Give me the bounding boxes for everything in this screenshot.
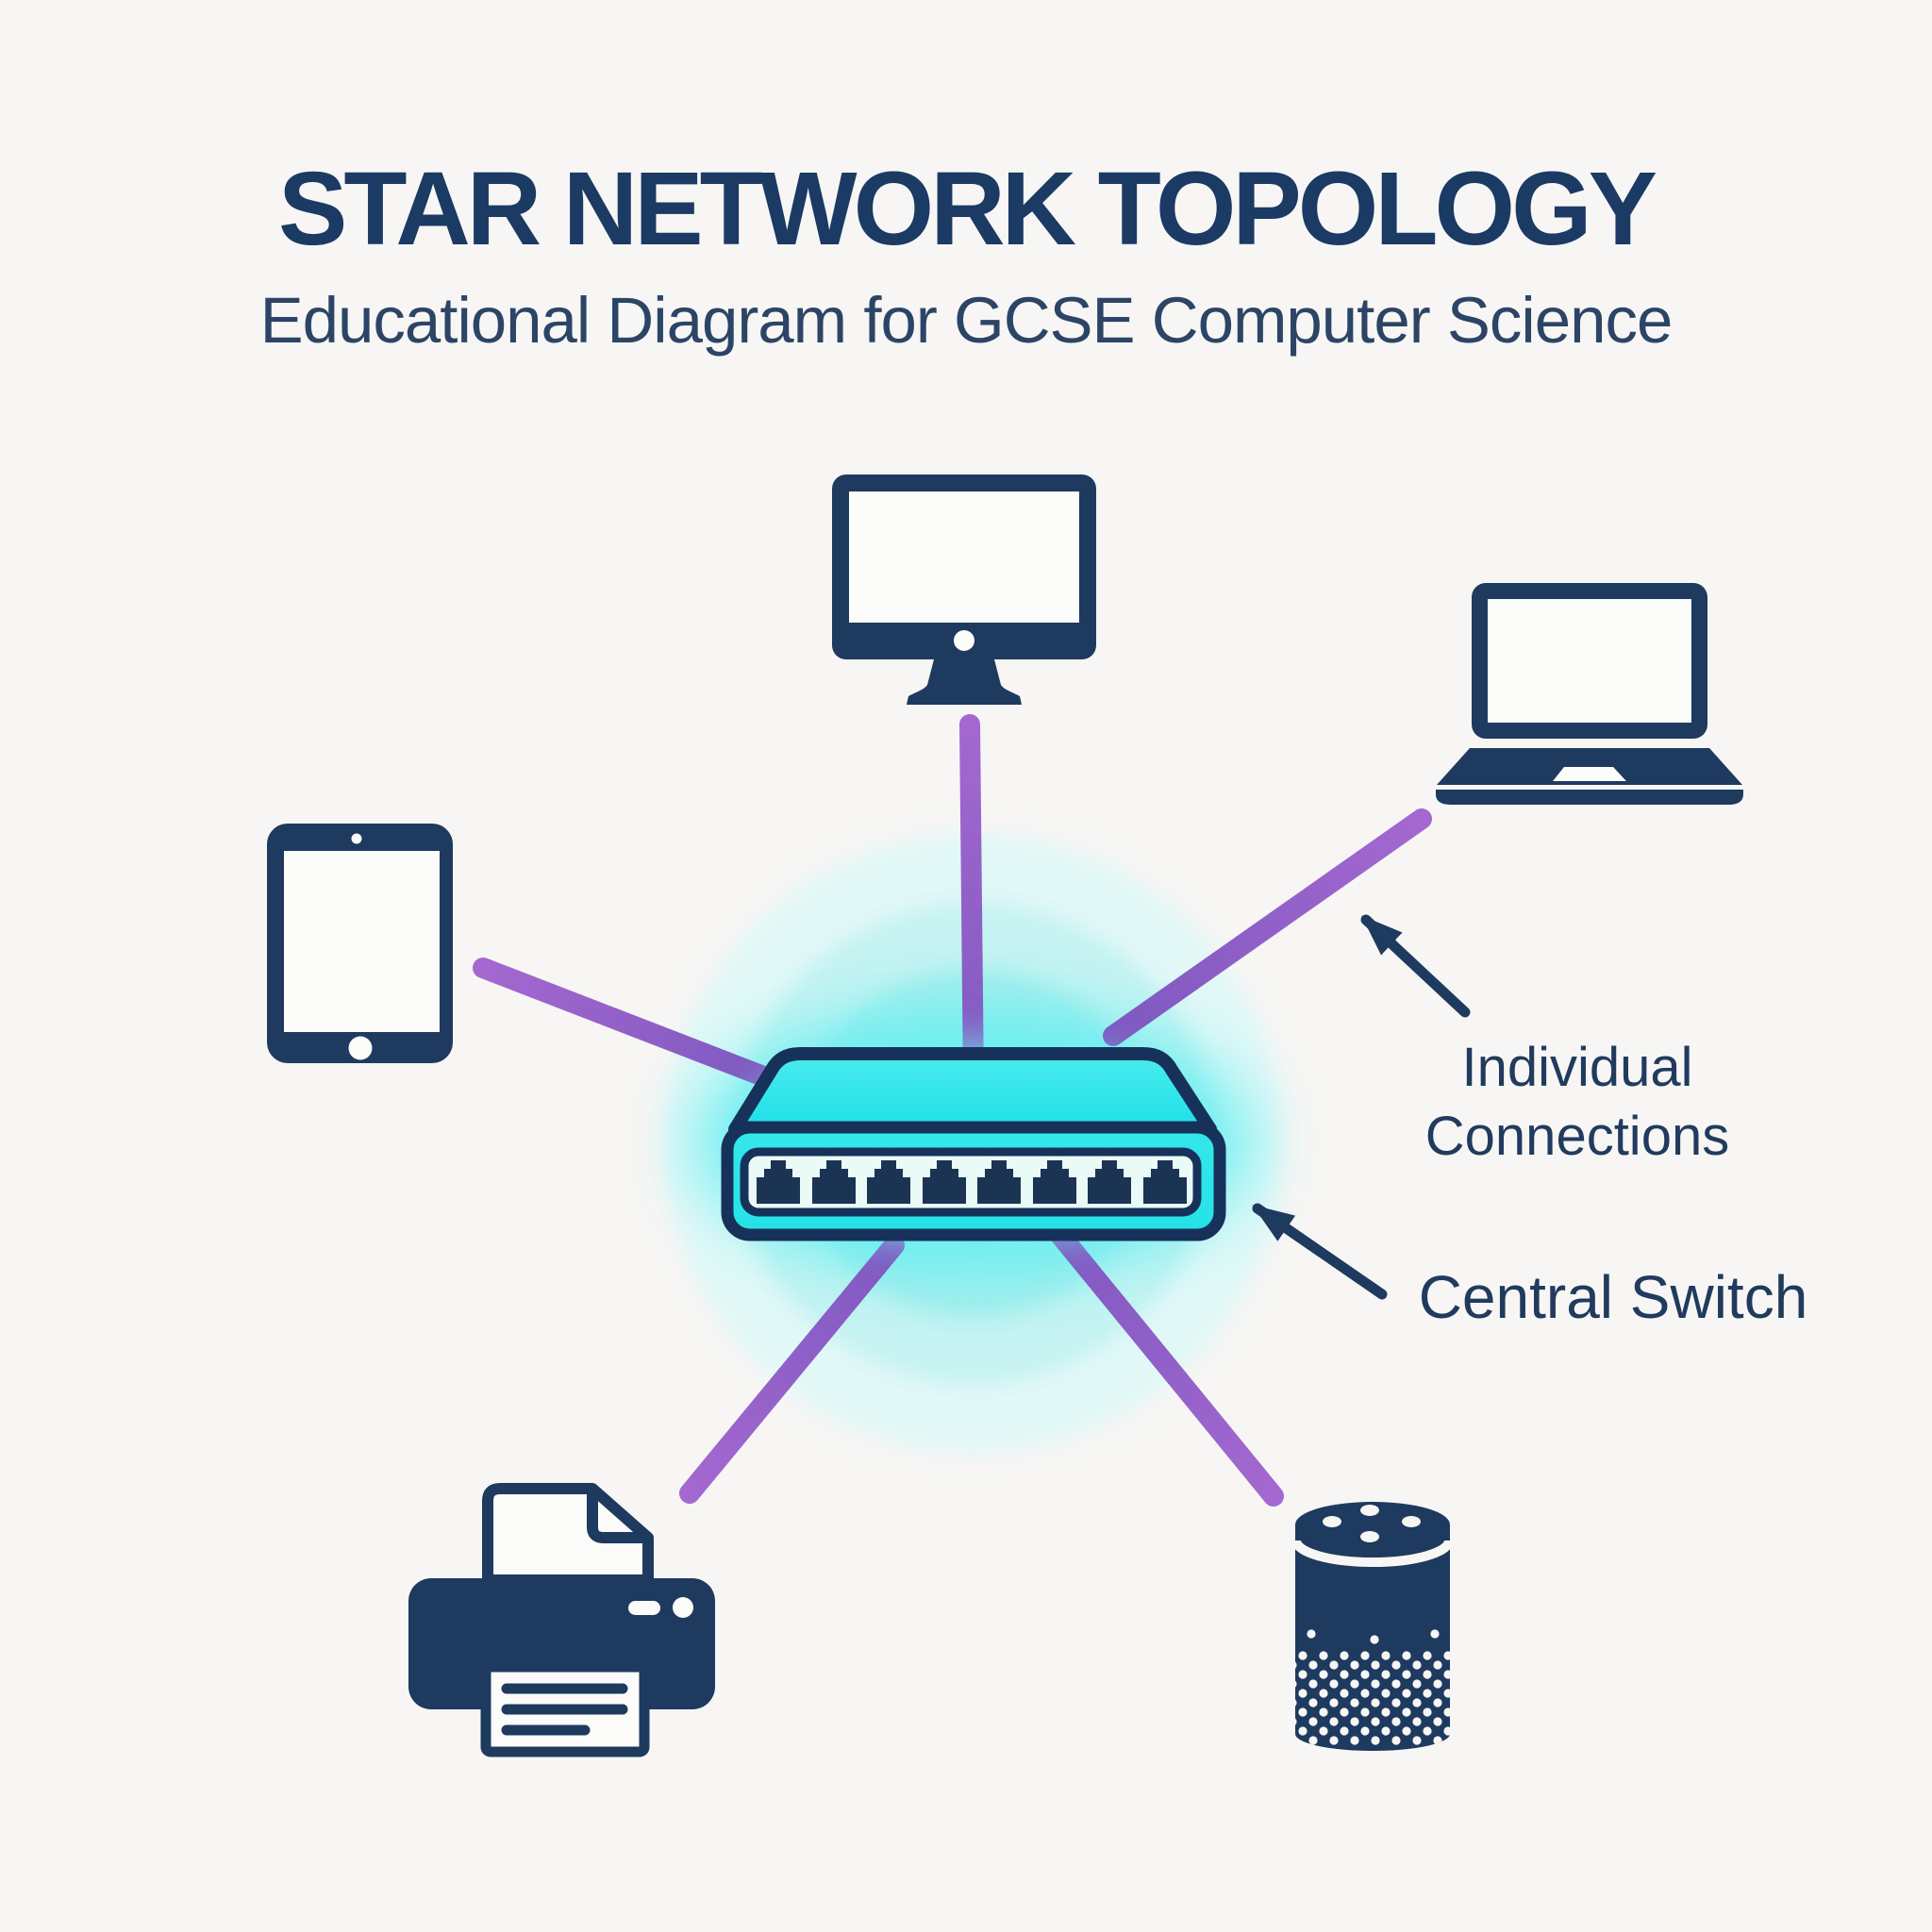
switch-port-strip [740, 1147, 1202, 1217]
laptop-screen [1488, 599, 1691, 723]
speaker-ring [1291, 1540, 1454, 1567]
connection-line-speaker [1044, 1218, 1284, 1507]
printer-paper-fold [587, 1491, 645, 1543]
central-switch-label: Central Switch [1418, 1263, 1808, 1331]
connection-line-printer [679, 1235, 905, 1504]
speaker-grille [1295, 1629, 1450, 1745]
page-title: STAR NETWORK TOPOLOGY [277, 151, 1657, 267]
network-switch-icon [721, 1047, 1226, 1241]
monitor-button [954, 630, 974, 651]
individual-connections-arrow-icon [1360, 914, 1471, 1018]
laptop-icon [1436, 583, 1743, 805]
tablet-screen [284, 851, 440, 1032]
printer-icon [408, 1483, 715, 1757]
printer-paper-in [482, 1483, 654, 1586]
laptop-bottom-bar [1436, 790, 1743, 805]
printer-indicator-dash [628, 1601, 660, 1615]
switch-top-face [728, 1047, 1217, 1136]
tablet-camera [351, 833, 362, 844]
connection-line-tablet [473, 958, 776, 1088]
page-subtitle: Educational Diagram for GCSE Computer Sc… [259, 284, 1674, 357]
individual-connections-label: Individual Connections [1424, 1037, 1730, 1168]
laptop-notch [1553, 767, 1626, 781]
desktop-monitor-icon [832, 475, 1096, 705]
tablet-icon [267, 824, 453, 1063]
connection-line-laptop [1103, 808, 1432, 1046]
tablet-home-button [348, 1036, 373, 1060]
central-switch-arrow-icon [1252, 1203, 1388, 1300]
annotation-arrows [1252, 914, 1471, 1300]
monitor-stand [907, 659, 1022, 705]
laptop-base [1437, 748, 1742, 785]
monitor-screen [849, 491, 1079, 623]
connection-lines [473, 714, 1432, 1507]
printer-indicator-dot [673, 1597, 693, 1618]
smart-speaker-icon [1291, 1502, 1454, 1751]
connection-line-monitor [959, 714, 984, 1095]
speaker-top-buttons [1323, 1505, 1421, 1542]
printer-paper-lines [501, 1683, 628, 1736]
